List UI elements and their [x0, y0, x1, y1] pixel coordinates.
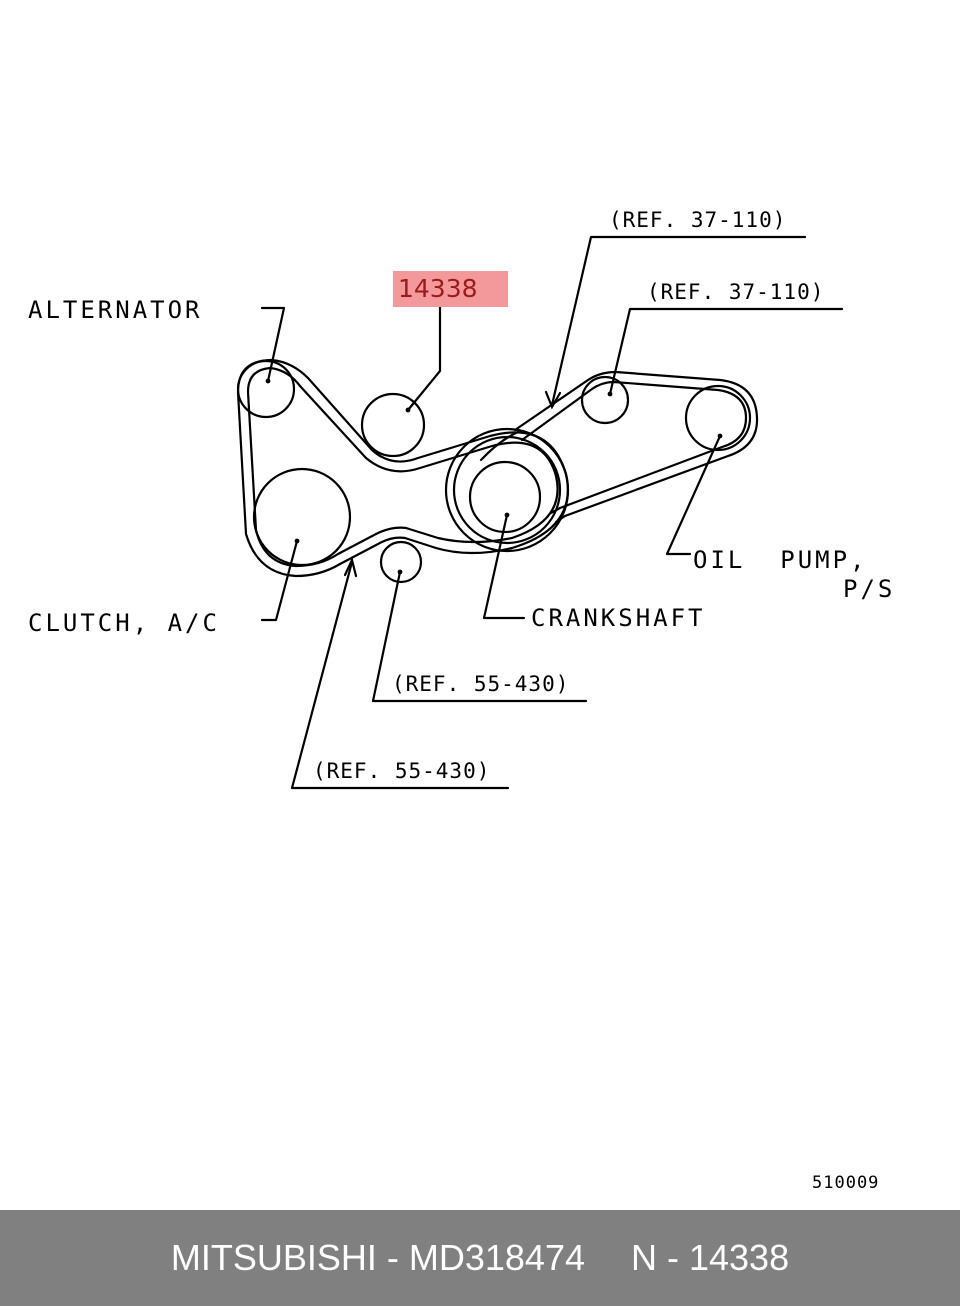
crankshaft-pulley-inner	[468, 460, 542, 534]
ref-label-bottom: (REF. 55-430)	[313, 759, 491, 783]
footer-bar: MITSUBISHI - MD318474 N - 14338	[0, 1210, 960, 1306]
footer-ref-number: N - 14338	[631, 1237, 790, 1278]
main-belt-outer	[236, 358, 569, 578]
ref-top-arrowhead	[544, 390, 562, 410]
ref-bottom-leader	[290, 560, 510, 790]
power-steering-label: P/S	[843, 575, 896, 603]
drawing-number: 510009	[812, 1173, 880, 1193]
crankshaft-label: CRANKSHAFT	[531, 604, 706, 632]
clutch-ac-pulley	[252, 467, 352, 567]
oil-pump-center-dot	[717, 433, 723, 439]
oil-pump-label: OIL PUMP,	[693, 546, 868, 574]
part-callout-badge[interactable]: 14338	[393, 271, 508, 307]
ps-belt-link	[479, 430, 520, 462]
tensioner-center-dot	[607, 391, 613, 397]
ps-belt-outer	[513, 370, 759, 524]
clutch-center-dot	[294, 538, 300, 544]
ref-label-mid: (REF. 55-430)	[392, 672, 570, 696]
ref-label-top: (REF. 37-110)	[609, 208, 787, 232]
main-belt-inner	[246, 366, 559, 568]
clutch-ac-label: CLUTCH, A/C	[28, 609, 220, 637]
ref-top-right-leader	[608, 307, 844, 396]
oil-pump-pulley	[684, 384, 752, 452]
ref-bottom-arrowhead	[343, 556, 358, 578]
clutch-leader	[260, 539, 299, 622]
ref-top-leader	[550, 235, 807, 407]
belt-routing-diagram	[236, 235, 844, 790]
idler-center-dot	[405, 407, 411, 413]
callout-leader	[406, 305, 442, 412]
ps-belt-inner	[520, 380, 748, 515]
alternator-center-dot	[265, 378, 271, 384]
crankshaft-leader	[482, 513, 526, 620]
tensioner-pulley	[580, 375, 630, 425]
oil-pump-leader	[665, 434, 722, 556]
small-idler-pulley	[379, 540, 423, 584]
alternator-leader	[260, 306, 286, 383]
ref-label-top-right: (REF. 37-110)	[647, 280, 825, 304]
idler-pulley	[360, 392, 426, 458]
footer-brand-part: MITSUBISHI - MD318474	[170, 1237, 585, 1278]
small-idler-center-dot	[397, 569, 403, 575]
crankshaft-center-dot	[504, 512, 510, 518]
alternator-label: ALTERNATOR	[28, 296, 203, 324]
ref-mid-leader	[371, 570, 588, 703]
